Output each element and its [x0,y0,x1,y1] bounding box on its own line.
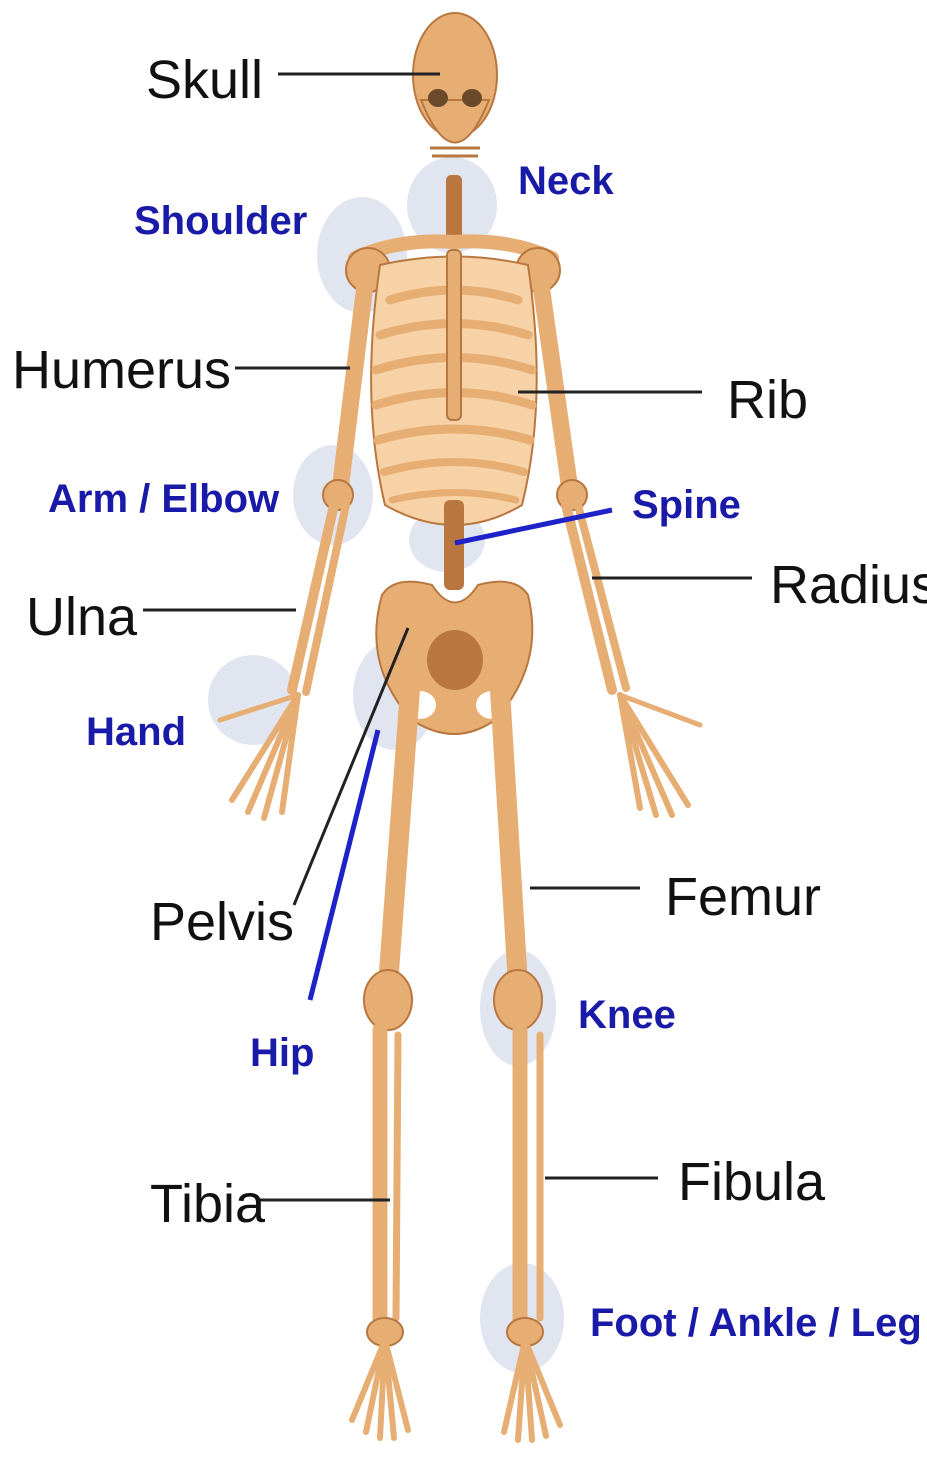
hand-label: Hand [86,710,186,754]
pelvis-label: Pelvis [150,892,294,952]
hip-leader [310,730,378,1000]
rib-label: Rib [727,370,808,430]
rib-cage [371,250,537,525]
lumbar-spine [444,500,464,590]
skull-label: Skull [146,50,263,110]
shoulder-label: Shoulder [134,199,307,243]
knee-label: Knee [578,993,676,1037]
right-arm [541,285,700,815]
neck-label: Neck [518,159,614,203]
skull-bone [413,13,497,156]
hip-label: Hip [250,1031,314,1075]
cervical-spine [446,175,462,240]
arm-elbow-label: Arm / Elbow [48,477,280,521]
foot-ankle-leg-label: Foot / Ankle / Leg [590,1301,922,1345]
femur-label: Femur [665,867,821,927]
radius-label: Radius [770,555,927,615]
ulna-label: Ulna [26,587,138,647]
fibula-label: Fibula [678,1152,826,1212]
spine-label: Spine [632,483,741,527]
humerus-label: Humerus [12,340,231,400]
tibia-label: Tibia [150,1174,266,1234]
